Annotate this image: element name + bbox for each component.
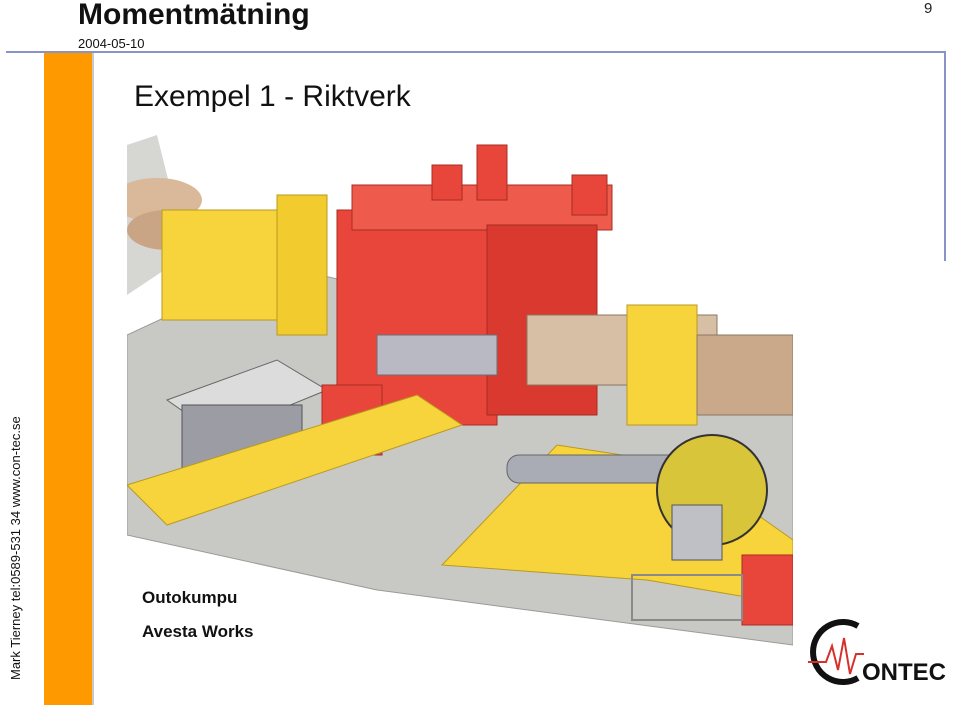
red-motor bbox=[476, 144, 508, 201]
logo-text: ONTEC bbox=[862, 659, 946, 686]
logo-c-arc bbox=[810, 619, 860, 685]
top-divider bbox=[6, 51, 946, 53]
roller-conveyor bbox=[696, 334, 793, 416]
yellow-stand bbox=[626, 304, 698, 426]
date-label: 2004-05-10 bbox=[78, 36, 145, 51]
yellow-rail bbox=[127, 394, 464, 526]
slide-heading: Exempel 1 - Riktverk bbox=[134, 80, 411, 113]
red-motor bbox=[571, 174, 608, 216]
contact-vertical-text: Mark Tierney tel:0589-531 34 www.con-tec… bbox=[8, 416, 23, 680]
caption-works: Avesta Works bbox=[142, 622, 254, 641]
caption-company: Outokumpu bbox=[142, 588, 238, 607]
gearbox bbox=[671, 504, 723, 561]
walkway-rail bbox=[631, 574, 743, 621]
side-bar-edge bbox=[92, 53, 94, 705]
page-title: Momentmätning bbox=[78, 0, 310, 31]
right-divider bbox=[944, 51, 946, 261]
contec-logo: ONTEC bbox=[808, 619, 946, 686]
orange-side-bar bbox=[44, 53, 92, 705]
leveler-machine-illustration bbox=[127, 135, 793, 646]
logo-signal-wave bbox=[808, 637, 864, 675]
roll-bank bbox=[376, 334, 498, 376]
yellow-frame bbox=[276, 194, 328, 336]
yellow-frame bbox=[161, 209, 283, 321]
page-number: 9 bbox=[924, 0, 933, 17]
red-platform bbox=[741, 554, 793, 626]
red-motor bbox=[431, 164, 463, 201]
